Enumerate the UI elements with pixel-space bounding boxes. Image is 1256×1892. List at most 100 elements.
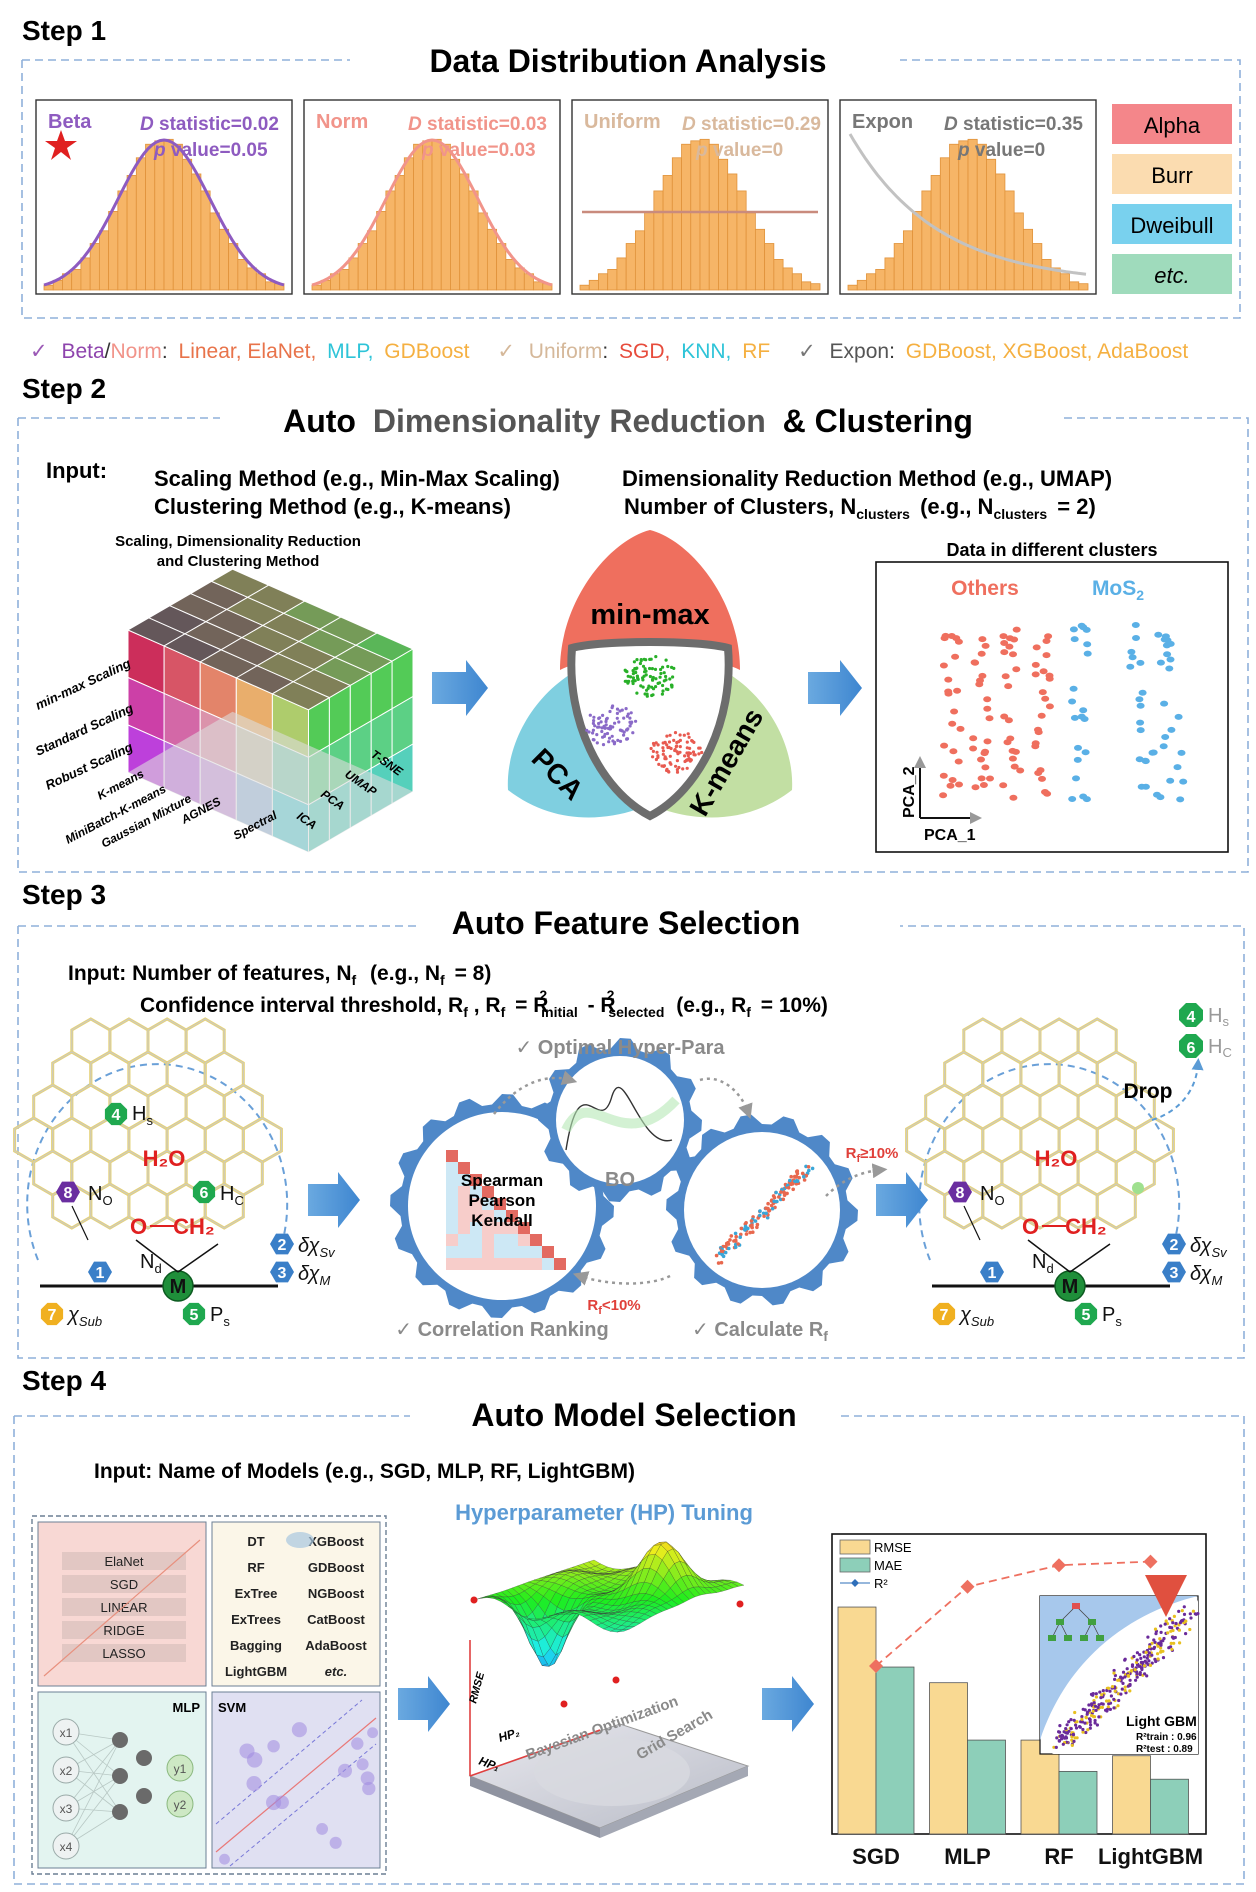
histogram-bar — [884, 257, 895, 291]
cluster-point — [618, 709, 622, 713]
parity-point — [1159, 1630, 1163, 1634]
parity-point — [1153, 1627, 1158, 1631]
cluster-point — [654, 677, 658, 681]
cluster-point — [592, 719, 596, 723]
cluster-point — [625, 714, 630, 718]
parity-point — [1074, 1726, 1079, 1730]
parity-point — [782, 1193, 787, 1197]
cluster-point — [625, 737, 629, 741]
correlation-cell — [482, 1258, 494, 1270]
parity-point — [1112, 1671, 1116, 1675]
cluster-point — [595, 733, 599, 737]
parity-point — [1172, 1641, 1176, 1645]
parity-point — [1075, 1736, 1079, 1740]
parity-point — [802, 1175, 806, 1179]
cluster-point — [1127, 648, 1136, 655]
cluster-point — [661, 683, 665, 688]
parity-point — [1130, 1663, 1135, 1667]
cluster-point — [983, 738, 992, 745]
parity-point — [764, 1211, 768, 1216]
histogram-bar — [126, 175, 137, 291]
histogram-bar — [209, 212, 220, 291]
parity-point — [1091, 1709, 1095, 1713]
parity-point — [743, 1228, 747, 1232]
nn-output-label: y1 — [174, 1762, 187, 1776]
svg-text:2: 2 — [278, 1237, 287, 1254]
parity-point — [1189, 1616, 1193, 1620]
parity-point — [1110, 1685, 1115, 1689]
cluster-point — [631, 731, 635, 735]
svm-panel — [211, 1691, 381, 1869]
histogram-bar — [736, 190, 747, 291]
correlation-cell — [494, 1210, 506, 1222]
corr-spearman: Spearman — [461, 1171, 543, 1190]
cluster-point — [1000, 649, 1009, 656]
cluster-point — [690, 739, 694, 743]
parity-point — [1078, 1725, 1082, 1729]
step1-title: Data Distribution Analysis — [429, 43, 826, 79]
parity-point — [1159, 1624, 1163, 1628]
parity-point — [729, 1234, 734, 1238]
histogram-bar — [912, 211, 923, 291]
correlation-cell — [470, 1210, 482, 1222]
parity-point — [788, 1178, 792, 1183]
parity-point — [733, 1231, 738, 1236]
legend-dweibull: Dweibull — [1130, 213, 1213, 238]
histogram-bar — [745, 212, 756, 291]
feature-label: HC — [220, 1183, 244, 1208]
svm-point — [246, 1776, 262, 1792]
parity-point — [1057, 1730, 1061, 1734]
feature-label: δχSv — [298, 1235, 336, 1260]
cluster-point — [670, 665, 674, 670]
histogram-bar — [718, 158, 729, 291]
cluster-point — [1034, 726, 1042, 733]
svg-text:7: 7 — [940, 1307, 949, 1324]
histogram-bar — [1022, 228, 1034, 291]
cluster-point — [633, 667, 637, 671]
parity-point — [1191, 1609, 1195, 1613]
parity-point — [1074, 1723, 1078, 1727]
parity-point — [1065, 1723, 1069, 1727]
confidence-threshold-input: Confidence interval threshold, Rf , Rf =… — [140, 987, 828, 1022]
parity-point — [1089, 1723, 1093, 1727]
pointer-line — [963, 1205, 981, 1241]
metal-label: M — [170, 1276, 187, 1298]
cluster-point — [969, 745, 978, 752]
parity-point — [1135, 1675, 1139, 1679]
dist-name-expon: Expon — [852, 111, 913, 133]
cube-title-line1: Scaling, Dimensionality Reduction — [115, 533, 361, 550]
parity-point — [1188, 1612, 1192, 1616]
cluster-point — [1174, 713, 1183, 720]
surface-cell — [731, 1581, 745, 1587]
cluster-point — [688, 746, 692, 751]
cluster-point — [1077, 622, 1086, 629]
parity-point — [758, 1213, 762, 1218]
cluster-point — [948, 720, 957, 727]
cluster-point — [665, 743, 669, 747]
cluster-point — [1138, 689, 1147, 696]
cluster-point — [657, 762, 661, 767]
parity-point — [1072, 1718, 1076, 1722]
parity-point — [1150, 1653, 1154, 1657]
nn-output-label: y2 — [174, 1798, 187, 1812]
parity-point — [1169, 1629, 1173, 1633]
scatter-axes — [914, 756, 982, 824]
chart-legend: RMSE MAE R² — [839, 1539, 912, 1591]
correlation-cell — [458, 1162, 470, 1174]
parity-point — [1147, 1659, 1151, 1663]
cluster-point — [610, 734, 614, 738]
parity-point — [1105, 1707, 1109, 1711]
cluster-point — [979, 782, 988, 788]
feature-label: Hs — [132, 1103, 153, 1128]
cluster-point — [597, 721, 601, 726]
cluster-point — [981, 764, 990, 771]
r2-point-mlp — [960, 1579, 975, 1594]
rf-lt-label: Rf<10% — [587, 1297, 640, 1317]
cluster-point — [1083, 641, 1092, 648]
histogram-bar — [662, 175, 673, 291]
cluster-point — [986, 775, 994, 782]
cluster-point — [643, 667, 647, 671]
